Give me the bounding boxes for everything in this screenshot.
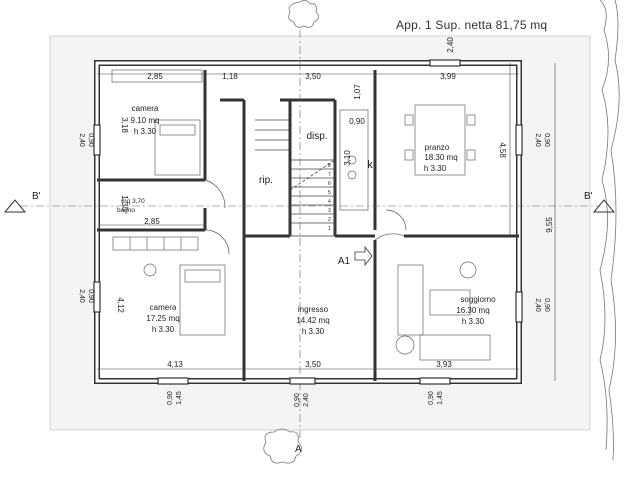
wardrobe-top <box>111 69 203 83</box>
win-left-2b: 0,90 <box>87 289 94 303</box>
section-right-label: B' <box>584 191 593 202</box>
stair-step: 1 <box>328 226 331 232</box>
stair-step: 4 <box>328 199 331 205</box>
dim-bottom-3-93: 3,93 <box>436 360 452 369</box>
plan-title: App. 1 Sup. netta 81,75 mq <box>396 18 548 32</box>
dim-top-1-18: 1,18 <box>222 72 238 81</box>
bed-bottom <box>179 264 226 336</box>
stair-step: 2 <box>328 217 331 223</box>
win-bot-1b: 1,45 <box>176 391 183 405</box>
camera-top-name: camera <box>132 104 159 113</box>
chair <box>143 263 157 277</box>
win-right-2a: 2,40 <box>534 298 541 312</box>
soggiorno-area: 16.30 mq <box>456 306 489 315</box>
dim-v-3-10: 3,10 <box>343 150 352 166</box>
tree-top <box>288 0 319 28</box>
dimension-lines <box>97 63 556 381</box>
pranzo-area: 18.30 mq <box>424 153 457 162</box>
rip-label: rip. <box>259 175 273 186</box>
section-mark-labels: B' B' A <box>32 191 593 455</box>
soggiorno-height: h 3.30 <box>462 317 485 326</box>
tree-right <box>599 0 620 461</box>
bed-top <box>154 119 201 176</box>
dim-bottom-4-13: 4,13 <box>167 360 183 369</box>
stair-step: 6 <box>328 181 331 187</box>
side-table <box>395 335 415 355</box>
dim-v-1-30: 1,30 <box>120 195 129 211</box>
camera-top-height: h 3.30 <box>134 127 157 136</box>
k-label: k <box>367 159 373 171</box>
pranzo-height: h 3.30 <box>424 164 447 173</box>
bagno-name: bagno <box>117 207 135 214</box>
win-bot-2b: 2,40 <box>303 393 310 407</box>
ingresso-height: h 3.30 <box>302 327 325 336</box>
soggiorno-name: soggiorno <box>460 295 496 304</box>
furniture <box>111 69 491 361</box>
entrance-arrow-icon <box>354 245 373 267</box>
camera-bottom-height: h 3.30 <box>152 325 175 334</box>
stair-step-numbers: 8 7 6 5 4 3 2 1 <box>328 163 331 232</box>
ingresso-name: ingresso <box>298 305 329 314</box>
dim-top-2-85: 2,85 <box>147 72 163 81</box>
entrance-label: A1 <box>338 256 351 267</box>
section-markers <box>3 199 616 213</box>
disp-label: disp. <box>306 131 327 142</box>
dim-top-3-50: 3,50 <box>305 72 321 81</box>
win-bot-2a: 0,90 <box>294 393 301 407</box>
vertical-dimension-labels: 3,18 1,30 4,12 1,07 3,10 4,58 9,55 2,40 <box>116 37 554 314</box>
wardrobe <box>112 236 199 251</box>
kitchen-counter <box>339 109 369 211</box>
sofa-side <box>397 264 424 336</box>
stair-step: 3 <box>328 208 331 214</box>
dim-v-9-55: 9,55 <box>545 217 554 233</box>
door-swings <box>204 179 407 255</box>
win-left-1b: 0,90 <box>87 133 94 147</box>
dining-table <box>414 104 466 176</box>
coffee-table <box>429 289 471 316</box>
sofa <box>419 334 491 361</box>
win-left-1a: 2,40 <box>78 133 85 147</box>
dim-mid-2-85: 2,85 <box>144 217 160 226</box>
camera-top-area: 9.10 mq <box>131 116 160 125</box>
camera-bottom-name: camera <box>150 303 177 312</box>
section-bottom-label: A <box>295 444 302 455</box>
dim-top-3-99: 3,99 <box>440 72 456 81</box>
win-right-2b: 0,90 <box>543 298 550 312</box>
section-left-label: B' <box>32 191 41 202</box>
lamp <box>459 261 477 279</box>
dim-v-3-18: 3,18 <box>120 117 129 133</box>
pranzo-name: pranzo <box>425 143 450 152</box>
stairs <box>255 119 336 237</box>
bagno-area: mq 3,70 <box>121 198 145 205</box>
stair-step: 7 <box>328 172 331 178</box>
section-lines <box>20 30 600 440</box>
stair-step: 5 <box>328 190 331 196</box>
stair-step: 8 <box>328 163 331 169</box>
win-bot-1a: 0,90 <box>167 391 174 405</box>
dim-0-90: 0,90 <box>349 117 365 126</box>
win-bot-3b: 1,45 <box>437 391 444 405</box>
dimension-labels: 2,85 1,18 3,50 3,99 0,90 2,85 4,13 3,50 … <box>144 72 456 369</box>
dim-v-4-12: 4,12 <box>116 297 125 313</box>
ingresso-area: 14.42 mq <box>296 316 329 325</box>
window-labels: 2,40 0,90 2,40 0,90 2,40 0,90 2,40 0,90 … <box>78 133 550 407</box>
dim-bottom-3-50: 3,50 <box>305 360 321 369</box>
camera-bottom-area: 17.25 mq <box>146 314 179 323</box>
tree-bottom <box>263 428 302 464</box>
dim-top-2-40: 2,40 <box>446 37 455 53</box>
dim-v-4-58: 4,58 <box>498 142 507 158</box>
win-left-2a: 2,40 <box>78 289 85 303</box>
interior-area <box>94 60 522 384</box>
win-bot-3a: 0,90 <box>428 391 435 405</box>
room-labels: camera 9.10 mq h 3.30 mq 3,70 bagno came… <box>117 104 496 336</box>
win-right-1a: 2,40 <box>534 133 541 147</box>
dim-v-1-07: 1,07 <box>353 84 362 100</box>
windows <box>93 59 523 385</box>
win-right-1b: 0,90 <box>543 133 550 147</box>
